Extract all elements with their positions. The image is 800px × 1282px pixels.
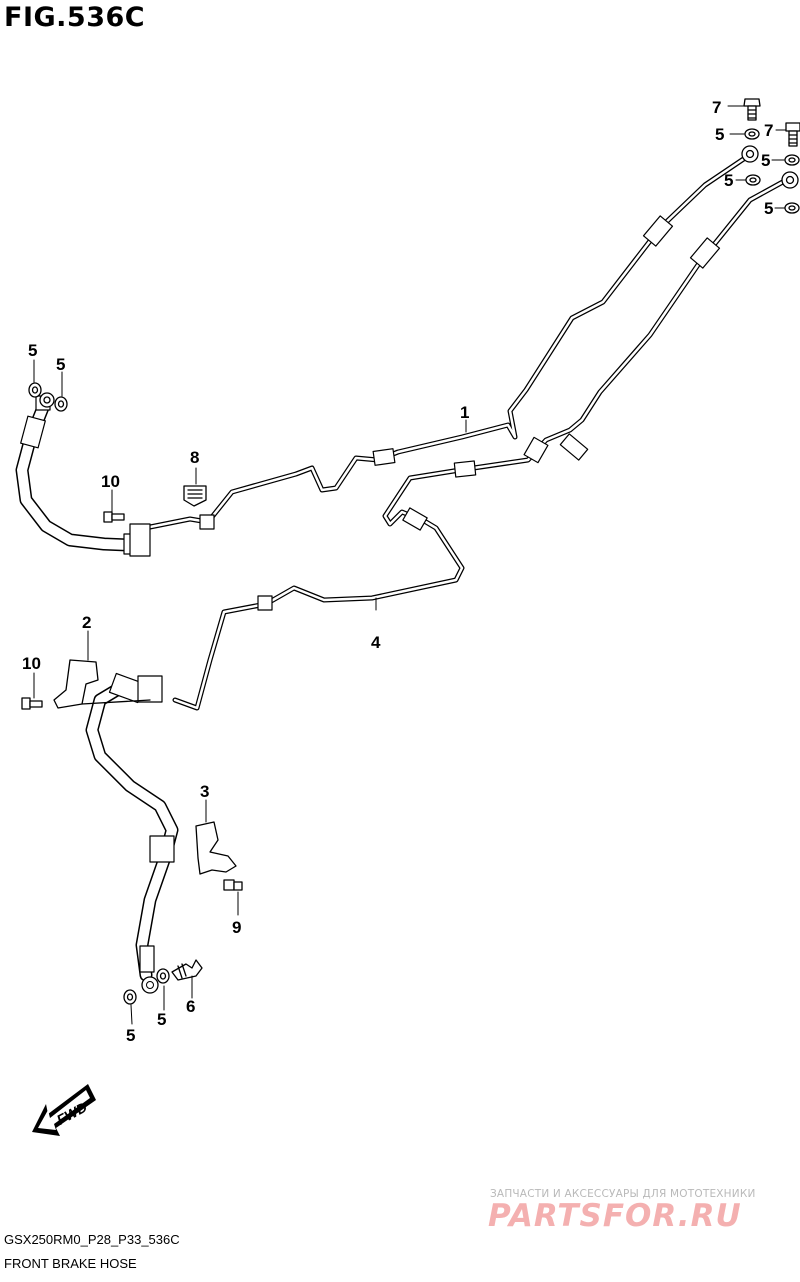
lower-caliper-hose: [85, 672, 179, 994]
watermark-tagline: ЗАПЧАСТИ И АКСЕССУАРЫ ДЛЯ МОТОТЕХНИКИ: [490, 1188, 756, 1200]
clamp-8: [183, 485, 207, 507]
callout-3: 3: [200, 782, 209, 801]
hose-1: [147, 153, 751, 530]
banjo-bolt-7a: [743, 98, 761, 121]
bracket-2: [53, 659, 151, 709]
leader-lines: [33, 105, 787, 1025]
callout-5-right-b: 5: [761, 151, 770, 170]
washers-5: [28, 128, 800, 1005]
upper-banjo-fittings: [39, 145, 799, 408]
callout-5-upper-left-a: 5: [28, 341, 37, 360]
bracket-3: [195, 821, 237, 875]
banjo-bolt-6: [171, 959, 203, 981]
bolt-10b: [21, 697, 43, 710]
watermark-brand: PARTSFOR.RU: [488, 1198, 742, 1234]
figure-title: FIG.536C: [4, 2, 146, 33]
upper-caliper-hose: [15, 393, 151, 557]
callout-6: 6: [186, 997, 195, 1016]
bolt-10a: [103, 511, 125, 523]
callout-10-a: 10: [101, 472, 120, 491]
callout-2: 2: [82, 613, 91, 632]
callout-5-upper-left-b: 5: [56, 355, 65, 374]
callout-5-right-d: 5: [764, 199, 773, 218]
callout-9: 9: [232, 918, 241, 937]
callout-10-b: 10: [22, 654, 41, 673]
bolt-9: [223, 879, 243, 891]
fwd-arrow-icon: FWD: [32, 1084, 96, 1136]
banjo-bolt-7b: [785, 122, 800, 147]
callout-5-right-a: 5: [715, 125, 724, 144]
callout-5-right-c: 5: [724, 171, 733, 190]
callouts: 1 2 3 4 5 5 5 5 5 5 5 5 6 7 7 8 9 10 10: [22, 98, 773, 1045]
callout-5-lower-b: 5: [126, 1026, 135, 1045]
callout-1: 1: [460, 403, 469, 422]
hose-ferrules: [199, 215, 721, 611]
callout-5-lower-a: 5: [157, 1010, 166, 1029]
callout-7-b: 7: [764, 121, 773, 140]
callout-4: 4: [371, 633, 381, 652]
callout-8: 8: [190, 448, 199, 467]
figure-caption: FRONT BRAKE HOSE: [4, 1256, 137, 1271]
callout-7-a: 7: [712, 98, 721, 117]
figure-code: GSX250RM0_P28_P33_536C: [4, 1232, 180, 1247]
